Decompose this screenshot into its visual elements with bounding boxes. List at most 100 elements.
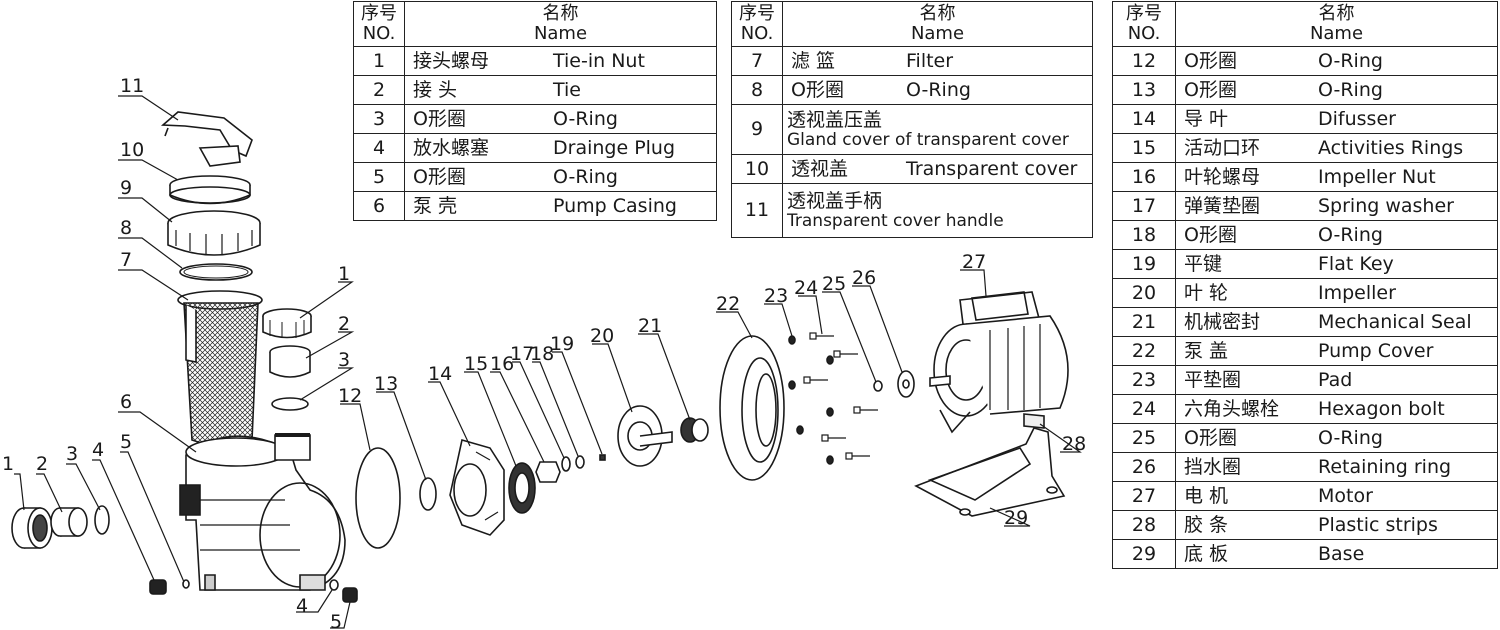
- callout-4-bottom: 5: [330, 611, 342, 630]
- part-29-base: [914, 427, 1066, 517]
- part-26-retaining-ring: [897, 370, 915, 398]
- callout-3-top: 3: [338, 349, 350, 371]
- callout-7: 7: [120, 249, 132, 271]
- callout-14: 14: [428, 363, 452, 385]
- part-9-gland-cover: [167, 210, 261, 256]
- callout-27: 27: [962, 251, 986, 273]
- callout-1-left: 1: [2, 453, 14, 475]
- part-1-tie-in-nut-top: [262, 308, 312, 339]
- callout-20: 20: [590, 325, 614, 347]
- callout-16: 16: [490, 353, 514, 375]
- callout-13: 13: [374, 373, 398, 395]
- callout-17: 17: [510, 343, 534, 365]
- callout-19: 19: [550, 333, 574, 355]
- part-11-cover-handle: [160, 111, 253, 167]
- part-4-drain-plug-bottom: [342, 587, 358, 603]
- callout-9: 9: [120, 177, 132, 199]
- part-5-o-ring-bottom: [329, 579, 339, 591]
- part-10-transparent-cover: [169, 175, 251, 205]
- callout-22: 22: [716, 293, 740, 315]
- part-2-tie-top: [269, 345, 311, 378]
- part-3-o-ring-left: [94, 505, 110, 535]
- part-4-drain-plug-left: [149, 579, 167, 595]
- part-6-pump-casing: [179, 433, 346, 591]
- part-22-pump-cover: [719, 335, 785, 481]
- callout-10: 10: [120, 139, 144, 161]
- part-17-spring-washer: [561, 456, 571, 472]
- callout-11: 11: [120, 75, 144, 97]
- callout-21: 21: [638, 315, 662, 337]
- part-28-plastic-strip: [1023, 413, 1045, 429]
- callout-18: 18: [530, 343, 554, 365]
- part-15-activities-ring: [508, 462, 536, 514]
- part-13-o-ring: [419, 477, 437, 511]
- part-18-o-ring: [575, 455, 585, 469]
- callout-3-left: 3: [66, 443, 78, 465]
- part-2-tie-left: [50, 507, 88, 537]
- part-3-o-ring-top: [271, 397, 309, 411]
- callout-24: 24: [794, 277, 818, 299]
- part-1-tie-in-nut-left: [11, 507, 53, 549]
- part-27-motor: [929, 291, 1069, 434]
- callout-12: 12: [338, 385, 362, 407]
- part-14-diffuser: [449, 438, 505, 536]
- part-16-impeller-nut: [535, 461, 561, 483]
- callout-5-left: 5: [120, 431, 132, 453]
- part-7-filter-basket: [177, 290, 263, 447]
- part-23-pads: [788, 335, 834, 465]
- part-25-o-ring: [873, 380, 883, 392]
- callout-6: 6: [120, 391, 132, 413]
- callout-2-top: 2: [338, 313, 350, 335]
- part-19-flat-key: [599, 454, 606, 461]
- callout-5-bottom: 4: [296, 595, 308, 617]
- part-5-o-ring-left: [182, 579, 190, 589]
- part-8-o-ring: [179, 263, 253, 281]
- callout-1-top: 1: [338, 263, 350, 285]
- callout-28: 28: [1062, 433, 1086, 455]
- part-12-o-ring: [355, 447, 401, 549]
- part-24-hexagon-bolts: [803, 332, 878, 460]
- part-21-mechanical-seal: [680, 417, 709, 443]
- callout-8: 8: [120, 217, 132, 239]
- callout-29: 29: [1004, 507, 1028, 529]
- callout-25: 25: [822, 273, 846, 295]
